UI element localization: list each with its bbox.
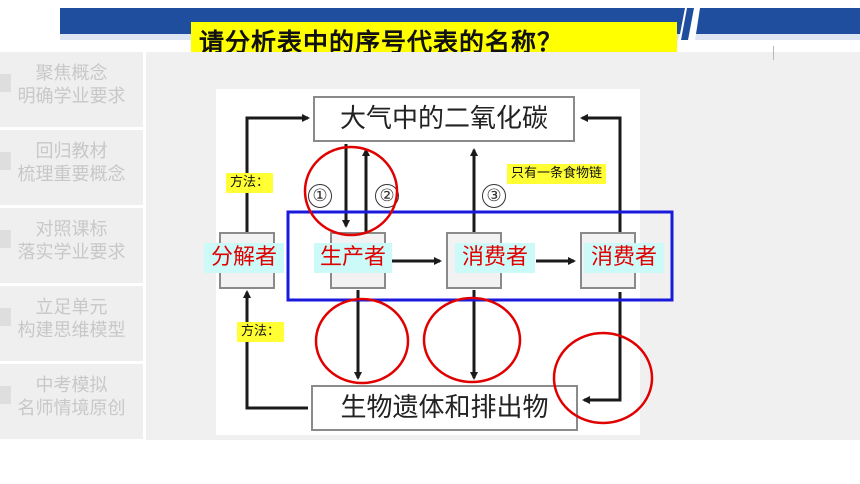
producer-label: 生产者 xyxy=(314,243,392,273)
method-note-lower: 方法： xyxy=(237,322,285,342)
highlight-circle-consumer2-remains xyxy=(552,331,654,425)
decomposer-label: 分解者 xyxy=(204,243,284,273)
sidebar-item-2[interactable]: 回归教材 梳理重要概念 xyxy=(0,130,143,205)
divider xyxy=(773,46,774,60)
remains-box: 生物遗体和排出物 xyxy=(311,385,578,431)
number-1: ① xyxy=(308,184,332,208)
highlight-circle-producer-co2 xyxy=(303,145,399,237)
number-3: ③ xyxy=(482,184,506,208)
consumer2-label: 消费者 xyxy=(584,243,664,273)
sidebar-item-line2: 构建思维模型 xyxy=(17,320,126,341)
sidebar-item-line2: 名师情境原创 xyxy=(17,398,126,419)
sidebar-item-3[interactable]: 对照课标 落实学业要求 xyxy=(0,208,143,283)
sidebar-item-line1: 回归教材 xyxy=(35,141,108,162)
sidebar-item-marker xyxy=(0,308,11,326)
sidebar-item-line1: 中考模拟 xyxy=(35,375,108,396)
food-chain-note: 只有一条食物链 xyxy=(507,164,607,184)
co2-box: 大气中的二氧化碳 xyxy=(313,96,575,142)
method-note-upper: 方法： xyxy=(226,173,274,193)
sidebar-item-marker xyxy=(0,152,11,170)
sidebar: 聚焦概念 明确学业要求 回归教材 梳理重要概念 对照课标 落实学业要求 立足单元… xyxy=(0,52,143,440)
sidebar-item-line1: 对照课标 xyxy=(35,219,108,240)
arrow-consumer2-to-co2 xyxy=(580,114,622,232)
sidebar-item-line2: 梳理重要概念 xyxy=(17,164,126,185)
sidebar-item-line1: 聚焦概念 xyxy=(35,63,108,84)
sidebar-item-4[interactable]: 立足单元 构建思维模型 xyxy=(0,286,143,361)
food-chain-highlight-rect xyxy=(286,210,674,302)
sidebar-item-line1: 立足单元 xyxy=(35,297,108,318)
sidebar-item-1[interactable]: 聚焦概念 明确学业要求 xyxy=(0,52,143,127)
sidebar-item-marker xyxy=(0,386,11,404)
banner-stripe-right-light xyxy=(695,34,860,40)
highlight-circle-consumer-remains xyxy=(422,296,522,384)
sidebar-item-marker xyxy=(0,74,11,92)
sidebar-item-line2: 落实学业要求 xyxy=(17,242,126,263)
sidebar-item-line2: 明确学业要求 xyxy=(17,86,126,107)
sidebar-item-marker xyxy=(0,230,11,248)
sidebar-item-5[interactable]: 中考模拟 名师情境原创 xyxy=(0,364,143,439)
highlight-circle-producer-remains xyxy=(314,297,410,385)
banner-stripe-right xyxy=(696,8,860,34)
arrow-decomposer-to-co2 xyxy=(245,114,310,232)
arrow-consumer2-to-remains xyxy=(582,292,622,404)
banner-stripe-small xyxy=(681,8,694,40)
consumer1-label: 消费者 xyxy=(455,243,535,273)
